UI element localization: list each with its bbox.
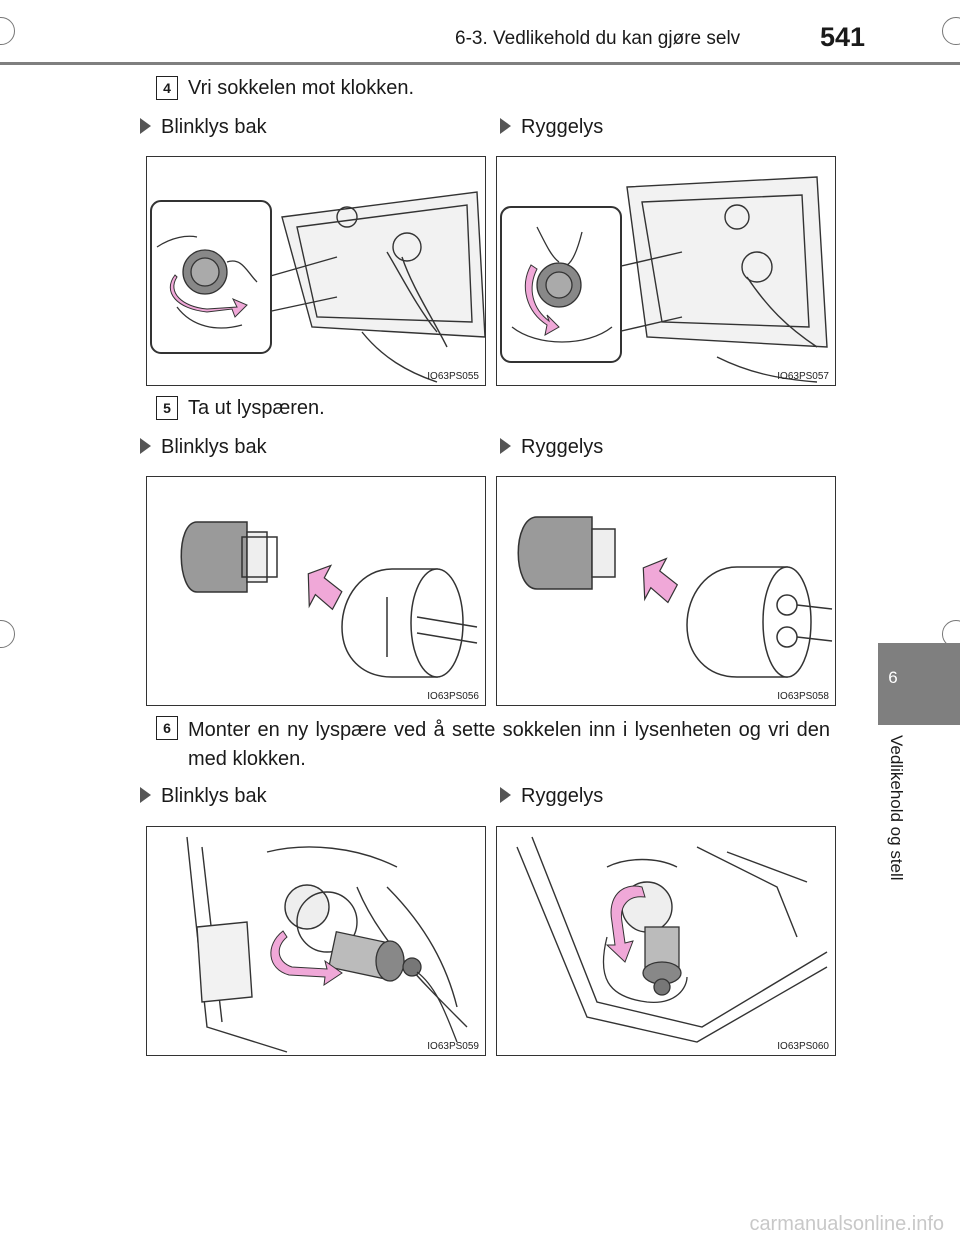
subsection-label: Ryggelys <box>500 436 603 459</box>
illustration-panel: IO63PS055 <box>146 156 486 386</box>
reverse-light-bulb-illustration <box>517 516 833 678</box>
registration-mark <box>0 620 15 648</box>
step-text: Ta ut lyspæren. <box>188 397 325 419</box>
illustration-panel: IO63PS056 <box>146 476 486 706</box>
reverse-light-removal-illustration <box>500 176 828 383</box>
step-badge: 6 <box>156 716 178 740</box>
figure-code: IO63PS060 <box>777 1041 829 1052</box>
figure-code: IO63PS058 <box>777 691 829 702</box>
step-text: Monter en ny lyspære ved å sette sokkele… <box>188 719 830 770</box>
subsection-label: Blinklys bak <box>140 785 267 808</box>
figure-code: IO63PS059 <box>427 1041 479 1052</box>
section-title: 6-3. Vedlikehold du kan gjøre selv <box>455 28 741 49</box>
triangle-bullet-icon <box>500 117 511 134</box>
triangle-bullet-icon <box>500 437 511 454</box>
figure-code: IO63PS056 <box>427 691 479 702</box>
triangle-bullet-icon <box>140 437 151 454</box>
watermark: carmanualsonline.info <box>749 1213 944 1235</box>
turn-signal-install-illustration <box>186 836 468 1053</box>
step-badge: 5 <box>156 396 178 420</box>
step-badge: 4 <box>156 76 178 100</box>
triangle-bullet-icon <box>140 786 151 803</box>
registration-mark <box>942 17 960 45</box>
registration-mark <box>0 17 15 45</box>
step-text: Vri sokkelen mot klokken. <box>188 77 415 99</box>
subsection-label: Ryggelys <box>500 116 603 139</box>
reverse-light-install-illustration <box>516 836 828 1043</box>
triangle-bullet-icon <box>140 117 151 134</box>
subsection-label: Blinklys bak <box>140 436 267 459</box>
chapter-label: Vedlikehold og stell <box>887 735 906 881</box>
subsection-label: Blinklys bak <box>140 116 267 139</box>
header-divider <box>0 62 960 65</box>
figure-code: IO63PS057 <box>777 371 829 382</box>
page-number: 541 <box>820 22 866 52</box>
triangle-bullet-icon <box>500 786 511 803</box>
turn-signal-bulb-illustration <box>180 521 478 678</box>
subsection-label: Ryggelys <box>500 785 603 808</box>
illustration-panel: IO63PS060 <box>496 826 836 1056</box>
illustration-panel: IO63PS057 <box>496 156 836 386</box>
rear-turn-signal-removal-illustration <box>150 191 485 383</box>
chapter-tab <box>878 643 960 725</box>
illustration-panel: IO63PS059 <box>146 826 486 1056</box>
illustration-panel: IO63PS058 <box>496 476 836 706</box>
figure-code: IO63PS055 <box>427 371 479 382</box>
chapter-number: 6 <box>888 668 898 687</box>
